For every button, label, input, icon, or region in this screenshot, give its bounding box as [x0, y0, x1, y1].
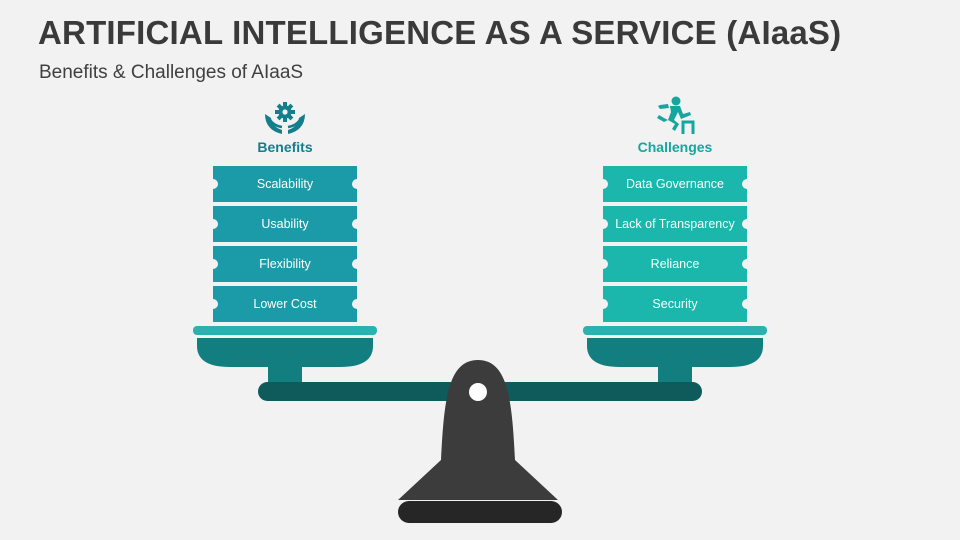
challenge-reliance: Reliance	[598, 246, 752, 282]
right-pan-stem	[658, 367, 692, 385]
challenge-lack-of-transparency: Lack of Transparency	[598, 206, 752, 242]
scale-stand	[398, 360, 558, 500]
scale-base	[398, 501, 562, 523]
left-pan-bowl	[197, 338, 373, 367]
benefits-heading: Benefits	[257, 139, 313, 155]
slide-title: ARTIFICIAL INTELLIGENCE AS A SERVICE (AI…	[38, 14, 842, 51]
challenges-heading: Challenges	[637, 139, 713, 155]
person-jumping-hurdle-icon	[657, 96, 695, 134]
left-pan-rim	[193, 326, 377, 335]
benefit-lower-cost: Lower Cost	[208, 286, 362, 322]
hands-holding-gear-icon	[265, 102, 305, 134]
benefit-usability: Usability	[208, 206, 362, 242]
challenges-stack: Data Governance Lack of Transparency Rel…	[598, 166, 752, 326]
right-pan-rim	[583, 326, 767, 335]
benefits-stack: Scalability Usability Flexibility Lower …	[208, 166, 362, 326]
challenge-data-governance: Data Governance	[598, 166, 752, 202]
benefit-flexibility: Flexibility	[208, 246, 362, 282]
challenge-security: Security	[598, 286, 752, 322]
slide-subtitle: Benefits & Challenges of AIaaS	[39, 62, 304, 83]
benefit-scalability: Scalability	[208, 166, 362, 202]
left-pan-stem	[268, 367, 302, 385]
pivot-hole	[469, 383, 487, 401]
right-pan-bowl	[587, 338, 763, 367]
